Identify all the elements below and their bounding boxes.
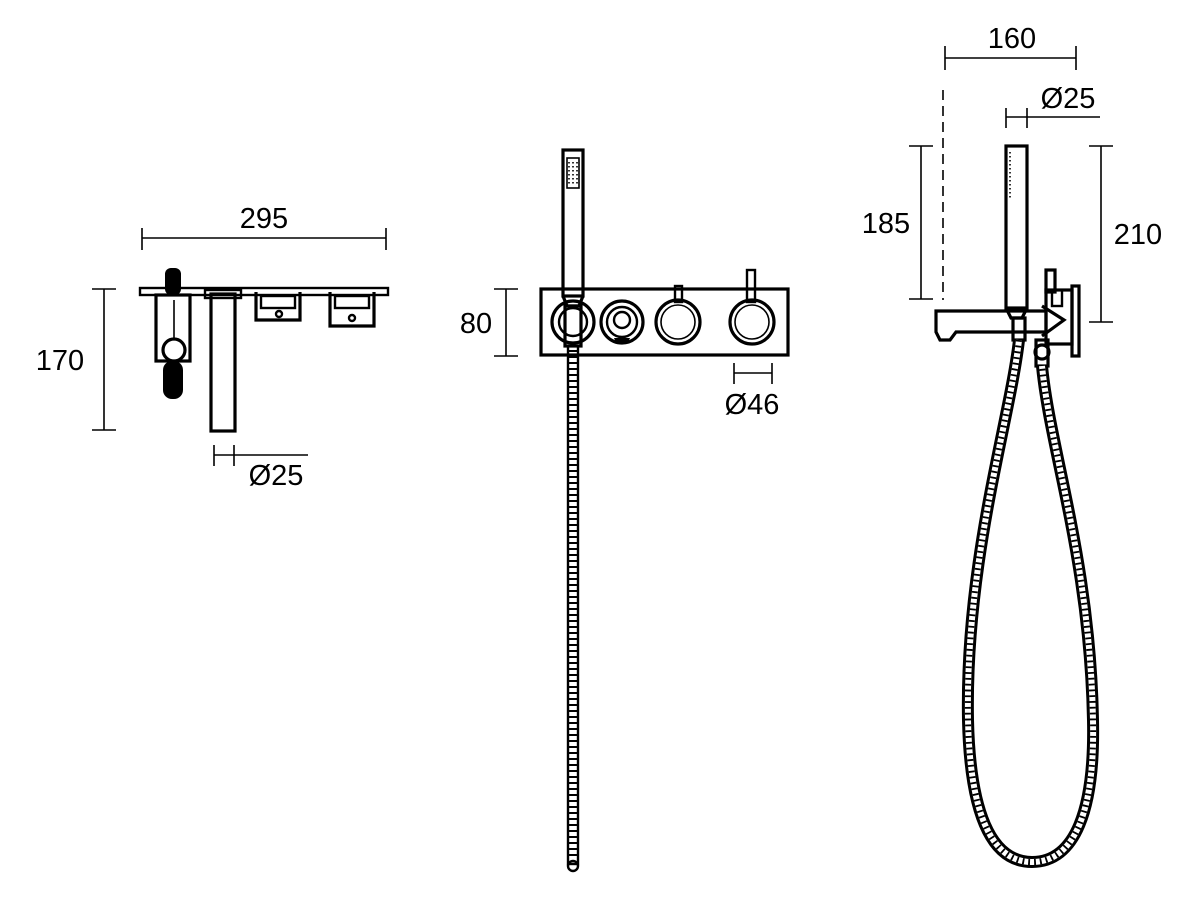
handle-left	[254, 292, 302, 322]
side-view: 160 Ø25 185 210	[862, 23, 1162, 869]
projection-dimension: 160	[944, 23, 1077, 70]
mixer-handle-right	[728, 268, 776, 346]
shower-hose	[566, 344, 580, 873]
width-dimension: 295	[141, 203, 387, 250]
side-wall-flange	[1041, 268, 1081, 358]
spout-height-dimension: 185	[862, 145, 933, 300]
spout-height-label: 185	[862, 208, 910, 240]
side-spout	[934, 309, 1048, 342]
handle-diameter-dimension: Ø46	[725, 363, 780, 421]
handpiece-diameter-label: Ø25	[1041, 83, 1096, 115]
side-hose-loop	[961, 339, 1100, 869]
handpiece-height-dimension: 210	[1089, 145, 1162, 323]
projection-label: 160	[988, 23, 1036, 55]
handle-diameter-label: Ø46	[725, 389, 780, 421]
wall-outlet	[599, 299, 645, 345]
front-elevation: 80	[460, 148, 790, 873]
handle-right	[328, 292, 376, 328]
backplate	[539, 287, 790, 357]
width-label: 295	[240, 203, 288, 235]
height-dimension: 170	[36, 288, 116, 431]
spout	[203, 288, 243, 433]
hand-shower	[561, 148, 585, 308]
hand-shower-holder	[550, 299, 596, 348]
plate-height-dimension: 80	[460, 288, 518, 357]
plan-view: 295 170	[36, 203, 390, 492]
mixer-handle-left	[654, 284, 702, 346]
spout-diameter-dimension: Ø25	[213, 445, 308, 492]
side-handpiece	[1004, 144, 1029, 320]
diverter-assembly	[154, 268, 192, 399]
handpiece-height-label: 210	[1114, 219, 1162, 251]
spout-diameter-label: Ø25	[249, 460, 304, 492]
handpiece-diameter-dimension: Ø25	[1005, 83, 1100, 128]
plate-height-label: 80	[460, 308, 492, 340]
height-label: 170	[36, 345, 84, 377]
